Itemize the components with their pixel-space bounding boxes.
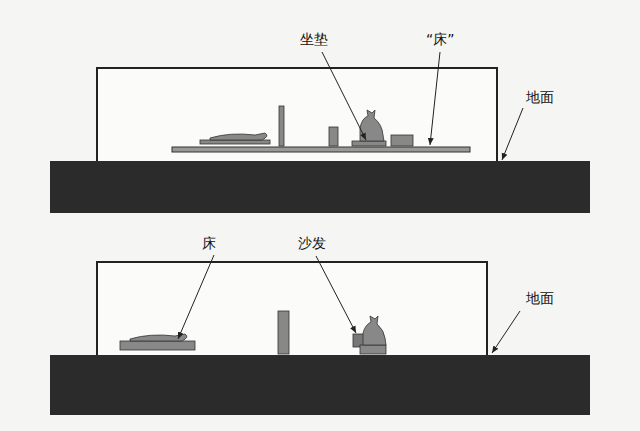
leader-line [322,52,366,140]
leader-line [316,256,356,333]
part-label: 床 [200,236,218,251]
low-table [391,135,413,146]
room-outline [97,262,487,356]
bed [120,341,195,350]
sitting-figure [360,110,384,141]
part-label: 沙发 [296,236,328,251]
leader-line [502,108,523,160]
ground [50,355,590,415]
part-label: “床” [424,32,457,47]
lying-figure [210,133,267,140]
sofa [360,345,386,354]
cushion [352,141,386,146]
leader-line [430,52,440,145]
ground [50,161,590,213]
leader-line [178,255,214,339]
part-label: 地面 [524,291,556,306]
tall-stand [278,311,289,354]
small-stand [329,127,338,146]
leader-line [492,311,520,353]
sitting-figure [363,316,386,345]
post [279,106,284,146]
part-label: 地面 [524,90,556,105]
mat [200,140,270,144]
part-label: 坐垫 [298,32,330,47]
platform-bed [172,147,470,152]
